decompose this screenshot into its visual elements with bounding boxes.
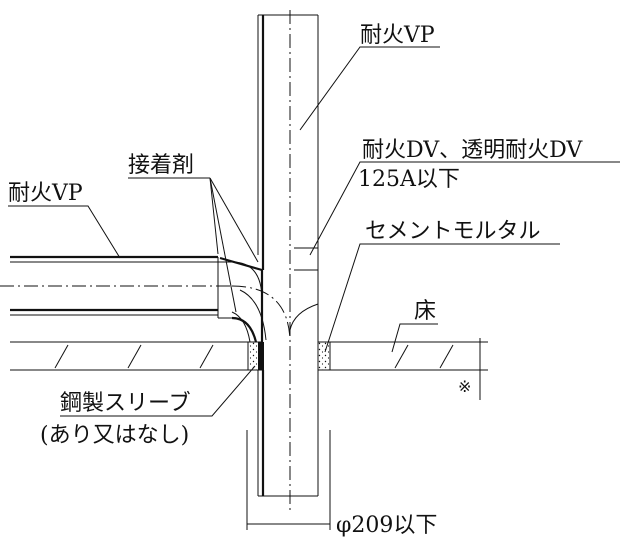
label-horizontal-pipe: 耐火VP — [8, 181, 83, 206]
label-joint: 耐火DV、透明耐火DV — [362, 138, 583, 163]
dimension-marks — [246, 338, 488, 530]
label-adhesive: 接着剤 — [128, 153, 194, 178]
steel-sleeve — [258, 342, 264, 370]
label-note-mark: ※ — [458, 377, 471, 396]
floor-slab — [10, 341, 470, 371]
label-diameter: φ209以下 — [336, 513, 437, 538]
label-sleeve: 鋼製スリーブ — [60, 391, 191, 416]
label-floor: 床 — [414, 299, 436, 324]
vertical-pipe-lower — [257, 370, 319, 497]
leader-lines — [8, 46, 620, 417]
label-joint-size: 125A以下 — [358, 167, 460, 192]
center-lines — [0, 10, 291, 510]
vertical-pipe-upper — [257, 14, 319, 270]
label-mortar: セメントモルタル — [365, 219, 541, 244]
horizontal-pipe — [10, 255, 319, 343]
label-vertical-pipe: 耐火VP — [360, 23, 435, 48]
label-sleeve-note: (あり又はなし) — [40, 423, 189, 448]
